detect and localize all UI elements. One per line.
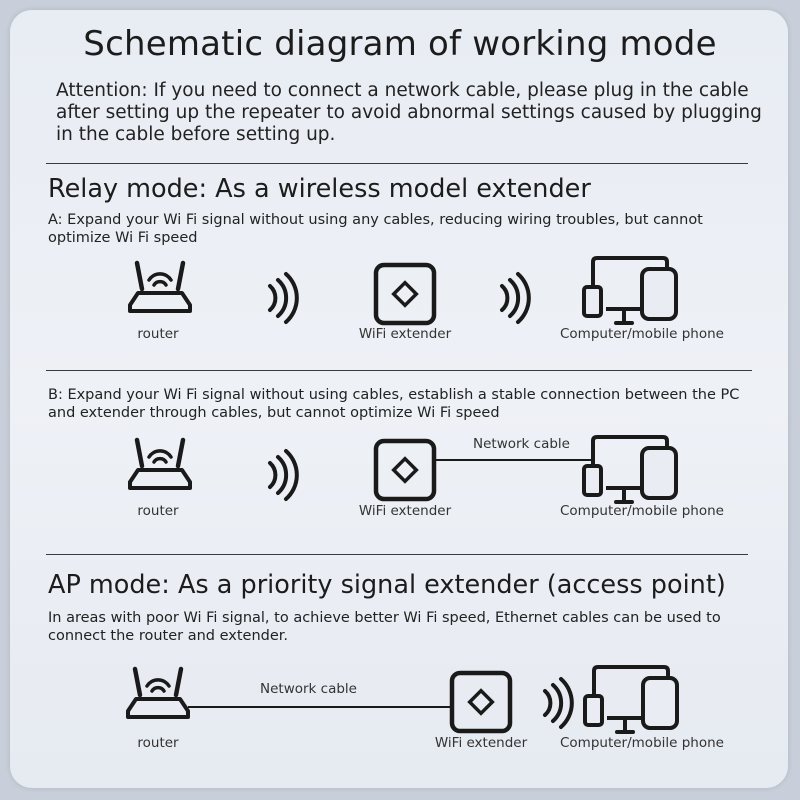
router-label: router (137, 503, 179, 519)
router-label: router (137, 735, 179, 751)
relay-a-description: A: Expand your Wi Fi signal without usin… (48, 212, 703, 246)
page-title: Schematic diagram of working mode (83, 24, 717, 64)
wireless-signal-icon (543, 677, 574, 729)
router-label: router (137, 326, 179, 342)
network-cable-label: Network cable (473, 436, 570, 452)
ap-mode-heading: AP mode: As a priority signal extender (… (48, 570, 726, 600)
extender-label: WiFi extender (358, 326, 452, 342)
device-label: Computer/mobile phone (560, 503, 724, 519)
divider (46, 163, 748, 164)
network-cable-label: Network cable (260, 681, 357, 697)
device-label: Computer/mobile phone (560, 326, 724, 342)
extender-label: WiFi extender (434, 735, 528, 751)
diagram-card (10, 10, 788, 788)
computer-mobile-icon (583, 665, 679, 734)
router-icon (128, 669, 188, 717)
divider (46, 554, 748, 555)
relay-mode-heading: Relay mode: As a wireless model extender (48, 174, 591, 204)
ap-description: In areas with poor Wi Fi signal, to achi… (48, 610, 721, 644)
device-label: Computer/mobile phone (560, 735, 724, 751)
attention-note: Attention: If you need to connect a netw… (56, 80, 762, 145)
relay-b-description: B: Expand your Wi Fi signal without usin… (48, 387, 740, 421)
divider (46, 370, 752, 371)
wifi-extender-icon (452, 673, 510, 731)
extender-label: WiFi extender (358, 503, 452, 519)
